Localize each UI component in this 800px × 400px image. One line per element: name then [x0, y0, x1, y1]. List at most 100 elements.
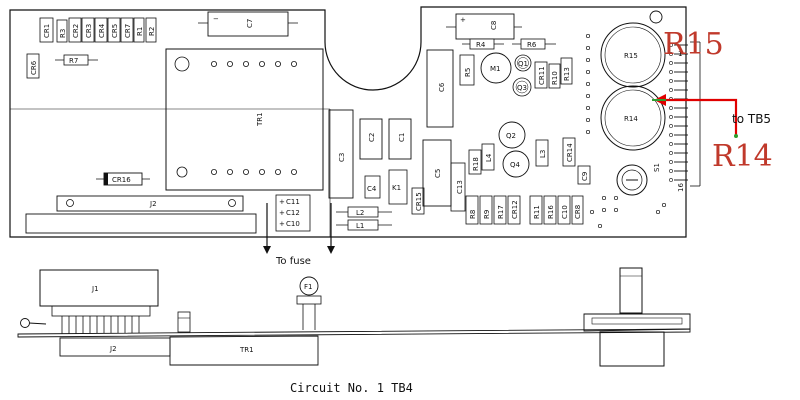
r18-body	[468, 149, 482, 175]
q2-body	[498, 121, 526, 149]
edge-pad-hole	[669, 142, 673, 146]
pot-body-side	[599, 331, 665, 367]
label-r3: R3	[59, 29, 67, 38]
label-r9: R9	[483, 210, 491, 219]
to-fuse-label: To fuse	[275, 256, 311, 267]
label-r13: R13	[563, 67, 571, 81]
label-k1: K1	[392, 184, 401, 192]
label-c12: C12	[286, 209, 300, 217]
label-l1: L1	[356, 222, 364, 230]
edge-pad-hole	[669, 169, 673, 173]
via-dot	[601, 195, 607, 201]
label-r16: R16	[547, 205, 555, 219]
label-c3: C3	[338, 153, 346, 162]
c3-body	[328, 109, 354, 199]
c7-body	[207, 11, 289, 37]
r5-body	[459, 54, 475, 86]
edge-pad-hole	[669, 124, 673, 128]
pot-nut	[583, 313, 691, 332]
r7-body	[63, 54, 89, 66]
label-r1: R1	[136, 27, 144, 36]
s1-switch	[616, 164, 648, 196]
label-c11: C11	[286, 198, 300, 206]
cr16-band	[104, 173, 108, 185]
tr1-mount	[176, 166, 188, 178]
s1-switch-inner	[621, 169, 643, 191]
c4-body	[364, 175, 381, 199]
plus-c10: +	[279, 220, 285, 228]
label-cr15: CR15	[415, 192, 423, 211]
label-l3: L3	[539, 150, 547, 158]
via-dot	[601, 207, 607, 213]
tr1-mount	[174, 56, 190, 72]
edge-pad-hole	[669, 88, 673, 92]
label-c10b: C10	[561, 205, 569, 219]
caption: Circuit No. 1 TB4	[290, 381, 413, 395]
label-cr1: CR1	[43, 24, 51, 38]
pot-washer	[591, 317, 683, 325]
board-side-edge	[17, 328, 691, 338]
pot-shaft	[619, 267, 643, 314]
cap-block	[275, 194, 311, 232]
label-c10: C10	[286, 220, 300, 228]
c6-body	[426, 49, 454, 128]
label-l4: L4	[485, 153, 493, 162]
label-c8: C8	[490, 21, 498, 30]
r15-pot	[600, 22, 666, 88]
via-dot	[585, 117, 591, 123]
cr11-body	[534, 61, 548, 89]
tr1-pin	[226, 168, 233, 175]
via-dot	[589, 209, 595, 215]
cr15-body	[411, 187, 425, 215]
r4-body	[469, 38, 495, 50]
label-tr1: TR1	[256, 112, 264, 127]
label-r8: R8	[469, 210, 477, 219]
r10-body	[548, 63, 561, 89]
k1-body	[388, 169, 408, 205]
via-dot	[585, 93, 591, 99]
j2-hole	[228, 199, 236, 207]
label-cr14: CR14	[566, 143, 574, 162]
cr14-body	[562, 137, 576, 167]
tr1-pin	[290, 61, 297, 68]
callout-r14: R14	[712, 139, 773, 174]
label-c4: C4	[367, 185, 377, 193]
label-cr6: CR6	[30, 60, 38, 75]
q3-ring	[515, 80, 529, 94]
label-c1: C1	[398, 133, 406, 142]
label-r5: R5	[464, 68, 472, 77]
label-cr4: CR4	[98, 23, 106, 38]
label-cr3: CR3	[85, 24, 93, 38]
label-q2: Q2	[506, 132, 516, 140]
r6-body	[520, 38, 546, 50]
label-cr8: CR8	[574, 205, 582, 219]
label-cr5: CR5	[111, 24, 119, 38]
callout-r15: R15	[663, 27, 724, 62]
via-dot	[597, 223, 603, 229]
side-label-tr1: TR1	[239, 346, 254, 354]
side-label-j1: J1	[91, 285, 99, 293]
via-dot	[585, 81, 591, 87]
edge-pad-hole	[669, 106, 673, 110]
tr1-pin	[290, 168, 297, 175]
edge-pad-hole	[669, 151, 673, 155]
cr6-body	[26, 53, 40, 79]
tr1-side	[169, 335, 319, 366]
label-r7: R7	[69, 57, 78, 65]
callout-green-dot	[734, 134, 738, 138]
label-r18: R18	[472, 157, 480, 171]
j2-board-connector	[56, 195, 244, 212]
label-l2: L2	[356, 209, 364, 217]
tr1-pin	[226, 61, 233, 68]
via-dot	[585, 105, 591, 111]
q1-body	[514, 54, 532, 72]
via-dot	[613, 195, 619, 201]
tr1-pin	[258, 61, 265, 68]
f1-fuse	[299, 276, 319, 296]
label-c9: C9	[581, 172, 589, 181]
m1-body	[480, 52, 512, 84]
top-left-component-row	[39, 17, 157, 43]
l1-body	[347, 219, 379, 231]
c7-minus: −	[213, 15, 219, 23]
